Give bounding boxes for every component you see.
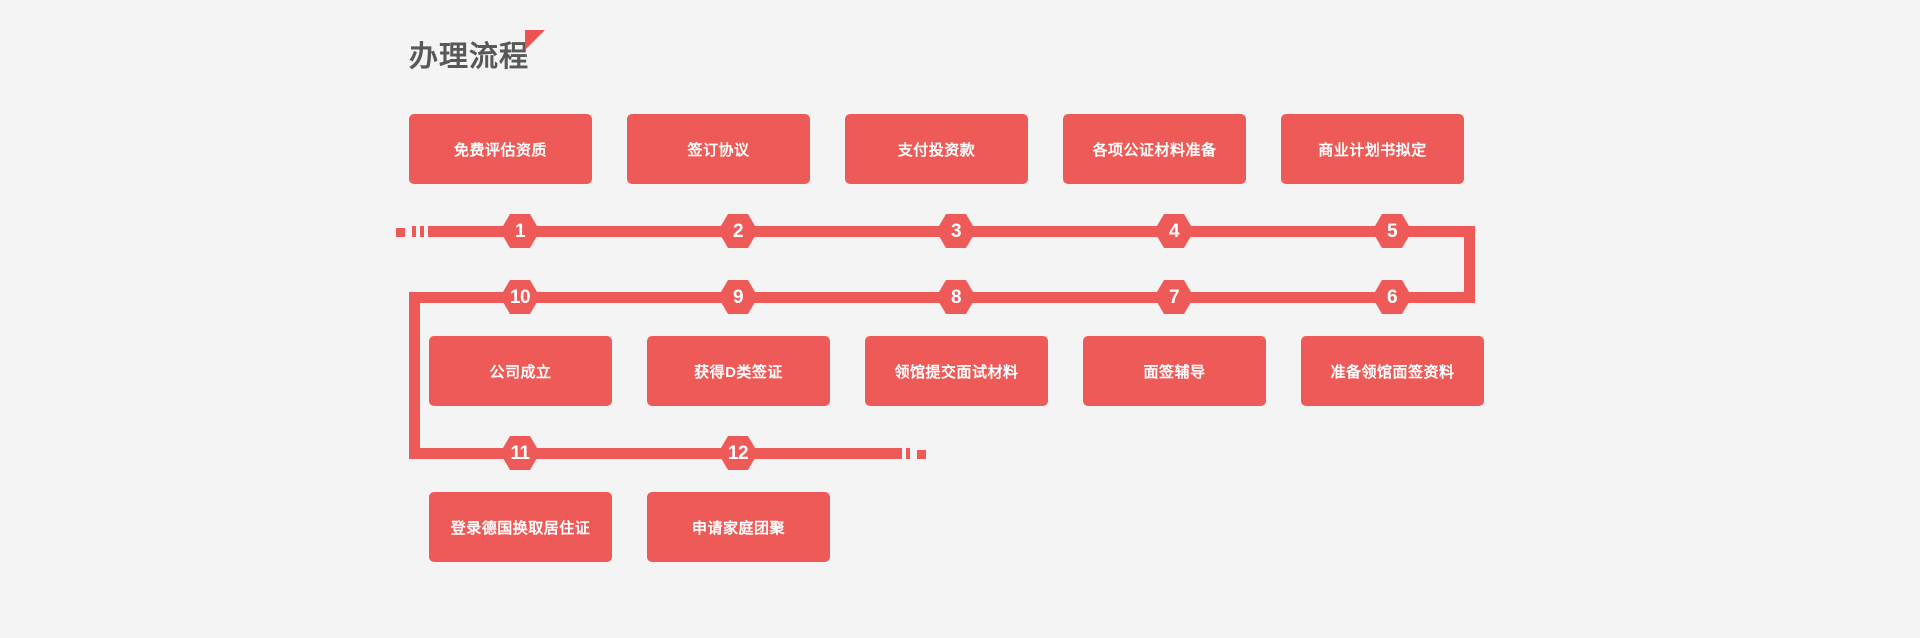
- flow-end-cap-icon: [890, 448, 926, 459]
- process-box-9[interactable]: 获得D类签证: [647, 336, 830, 406]
- step-marker-3[interactable]: 3: [936, 214, 976, 248]
- step-marker-6-number: 6: [1386, 286, 1398, 308]
- process-box-10-label: 公司成立: [489, 363, 552, 381]
- process-box-9-label: 获得D类签证: [694, 363, 783, 381]
- process-box-12-label: 申请家庭团聚: [691, 519, 785, 537]
- process-box-7-label: 面签辅导: [1143, 363, 1206, 381]
- triangle-accent-icon: [525, 30, 546, 50]
- flow-rail-right-vertical: [1464, 226, 1475, 293]
- step-marker-12[interactable]: 12: [718, 436, 758, 470]
- step-marker-5-number: 5: [1386, 220, 1398, 242]
- process-box-1[interactable]: 免费评估资质: [409, 114, 592, 184]
- step-marker-6[interactable]: 6: [1372, 280, 1412, 314]
- process-box-11[interactable]: 登录德国换取居住证: [429, 492, 612, 562]
- process-box-12[interactable]: 申请家庭团聚: [647, 492, 830, 562]
- process-box-2-label: 签订协议: [687, 141, 750, 159]
- process-box-8-label: 领馆提交面试材料: [894, 363, 1019, 381]
- cap-bar: [898, 448, 902, 459]
- process-box-4[interactable]: 各项公证材料准备: [1063, 114, 1246, 184]
- flow-start-cap-icon: [396, 226, 432, 237]
- process-box-2[interactable]: 签订协议: [627, 114, 810, 184]
- cap-bar: [412, 226, 416, 237]
- flow-rail-right-top: [1400, 226, 1475, 237]
- process-box-4-label: 各项公证材料准备: [1092, 141, 1217, 159]
- process-box-10[interactable]: 公司成立: [429, 336, 612, 406]
- step-marker-7-number: 7: [1168, 286, 1180, 308]
- flow-rail-row3: [409, 448, 899, 459]
- cap-square: [917, 449, 926, 459]
- process-box-11-label: 登录德国换取居住证: [450, 519, 591, 537]
- process-box-8[interactable]: 领馆提交面试材料: [865, 336, 1048, 406]
- hexagon-icon: [718, 280, 758, 314]
- process-box-5[interactable]: 商业计划书拟定: [1281, 114, 1464, 184]
- process-box-5-label: 商业计划书拟定: [1318, 141, 1427, 159]
- step-marker-12-number: 12: [727, 442, 749, 464]
- cap-bar: [420, 226, 424, 237]
- step-marker-9-number: 9: [732, 286, 744, 308]
- hexagon-icon: [718, 214, 758, 248]
- process-box-3-label: 支付投资款: [897, 141, 976, 159]
- hexagon-icon: [936, 280, 976, 314]
- step-marker-9[interactable]: 9: [718, 280, 758, 314]
- step-marker-4-number: 4: [1168, 220, 1180, 242]
- step-marker-7[interactable]: 7: [1154, 280, 1194, 314]
- cap-bar: [428, 226, 432, 237]
- hexagon-icon: [718, 436, 758, 470]
- cap-bar: [890, 448, 894, 459]
- step-marker-2-number: 2: [732, 220, 744, 242]
- step-marker-3-number: 3: [950, 220, 962, 242]
- process-box-3[interactable]: 支付投资款: [845, 114, 1028, 184]
- step-marker-2[interactable]: 2: [718, 214, 758, 248]
- step-marker-8[interactable]: 8: [936, 280, 976, 314]
- step-marker-1[interactable]: 1: [500, 214, 540, 248]
- process-box-7[interactable]: 面签辅导: [1083, 336, 1266, 406]
- step-marker-10[interactable]: 10: [500, 280, 540, 314]
- step-marker-5[interactable]: 5: [1372, 214, 1412, 248]
- flow-rail-left-vertical: [409, 292, 420, 459]
- step-marker-8-number: 8: [950, 286, 962, 308]
- step-marker-10-number: 10: [509, 286, 531, 308]
- hexagon-icon: [936, 214, 976, 248]
- process-box-1-label: 免费评估资质: [453, 141, 547, 159]
- process-box-6-label: 准备领馆面签资料: [1330, 363, 1455, 381]
- step-marker-1-number: 1: [514, 220, 526, 242]
- page-title-text: 办理流程: [409, 41, 530, 73]
- cap-square: [396, 227, 405, 237]
- cap-bar: [906, 448, 910, 459]
- page-title: 办理流程: [409, 30, 546, 78]
- step-marker-11[interactable]: 11: [500, 436, 540, 470]
- step-marker-11-number: 11: [510, 442, 530, 464]
- process-box-6[interactable]: 准备领馆面签资料: [1301, 336, 1484, 406]
- step-marker-4[interactable]: 4: [1154, 214, 1194, 248]
